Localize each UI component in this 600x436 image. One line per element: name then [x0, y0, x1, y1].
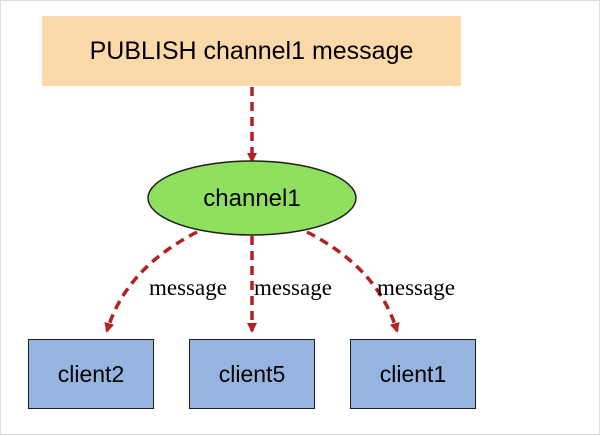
channel-label: channel1	[203, 185, 300, 212]
client-box-client1: client1	[350, 339, 476, 409]
client-label: client5	[218, 360, 286, 387]
client-label: client2	[57, 360, 125, 387]
channel-node	[147, 160, 357, 236]
publish-command-label: PUBLISH channel1 message	[89, 36, 414, 65]
arrow-channel-to-client2	[104, 230, 198, 333]
client-box-client2: client2	[28, 339, 154, 409]
arrow-channel-to-client1	[306, 230, 400, 333]
edge-label-client1: message	[377, 275, 455, 300]
edge-label-client2: message	[149, 275, 227, 300]
publish-command-box: PUBLISH channel1 message	[42, 16, 461, 86]
client-box-client5: client5	[189, 339, 315, 409]
edge-label-client5: message	[254, 275, 332, 300]
client-label: client1	[379, 360, 447, 387]
